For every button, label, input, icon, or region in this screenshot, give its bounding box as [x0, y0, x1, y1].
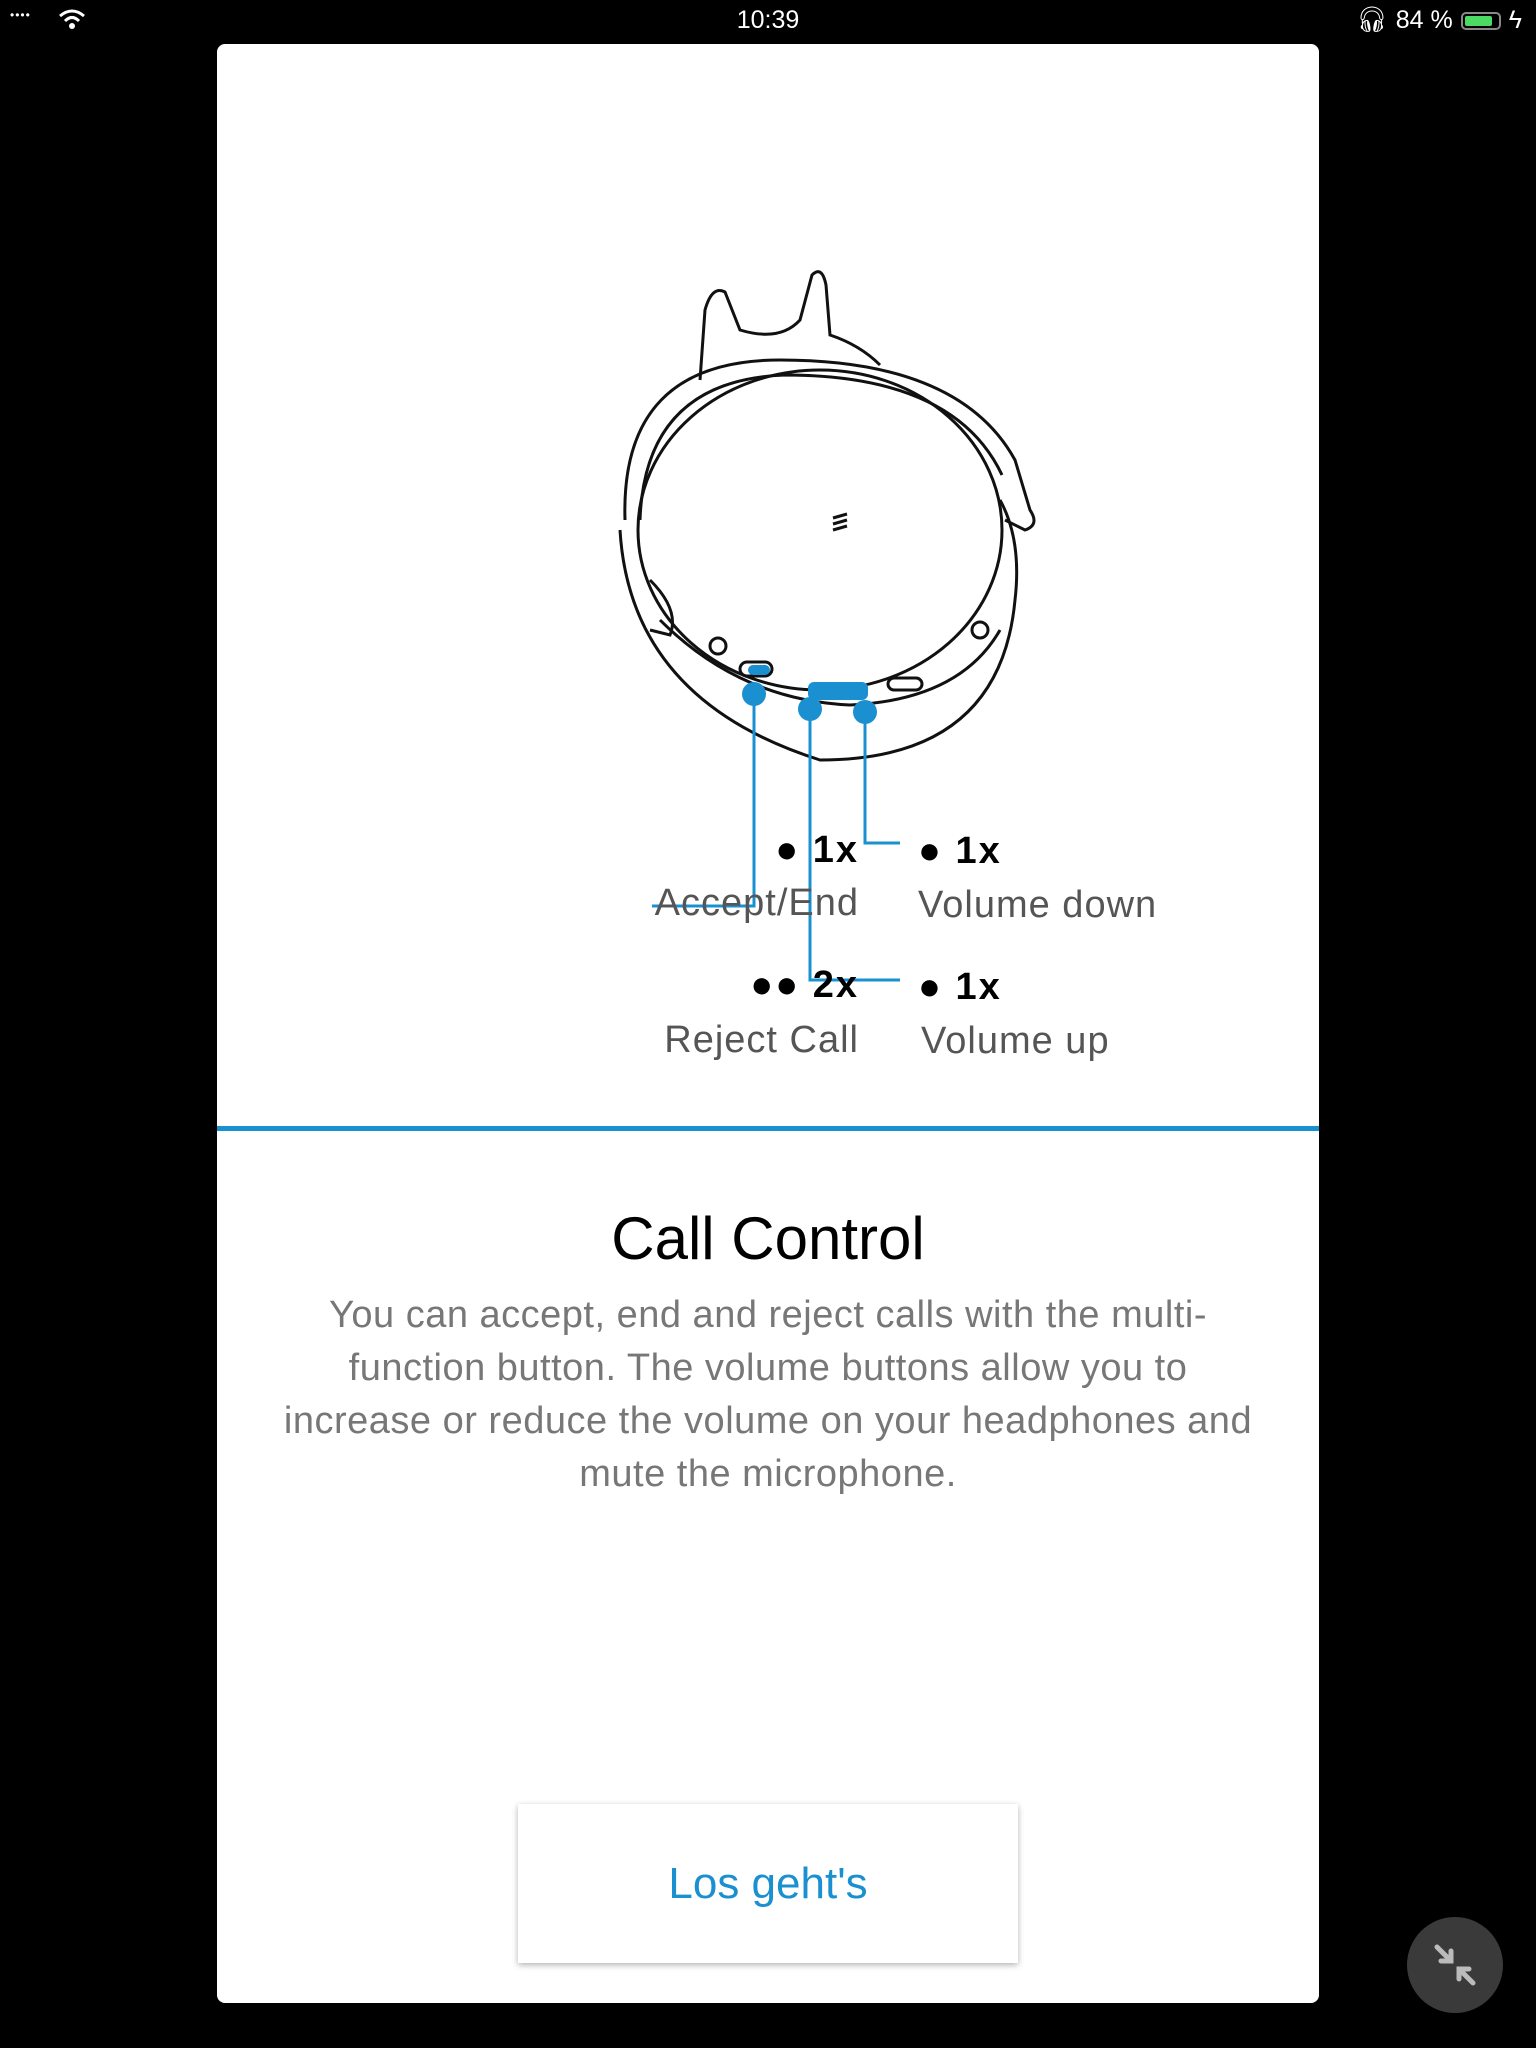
accept-end-count: ● 1x	[775, 829, 859, 871]
battery-icon	[1460, 11, 1501, 30]
description-text: You can accept, end and reject calls wit…	[283, 1294, 1253, 1495]
lets-go-button[interactable]: Los geht's	[518, 1804, 1018, 1963]
divider	[217, 1126, 1319, 1131]
status-time: 10:39	[736, 6, 800, 34]
reject-call-count: ●● 2x	[750, 964, 859, 1006]
signal-icon: ••••	[10, 8, 31, 22]
volume-up-label: Volume up	[921, 1020, 1110, 1062]
reject-call-label: Reject Call	[664, 1019, 859, 1061]
volume-down-count: ● 1x	[918, 830, 1002, 872]
headphones-icon: 🎧︎	[1356, 6, 1388, 34]
headphone-illustration	[618, 270, 1036, 982]
charging-icon: ϟ	[1508, 6, 1522, 34]
volume-down-label: Volume down	[918, 884, 1158, 926]
collapse-arrows-icon	[1434, 1944, 1476, 1986]
battery-percent: 84 %	[1395, 6, 1453, 34]
volume-button	[808, 682, 868, 700]
accept-end-label: Accept/End	[654, 882, 859, 924]
page-title: Call Control	[611, 1205, 925, 1272]
multifunction-button	[748, 665, 770, 675]
collapse-button[interactable]	[1407, 1917, 1503, 2013]
status-bar: •••• 10:39 🎧︎ 84 % ϟ	[0, 0, 1536, 40]
volume-up-count: ● 1x	[918, 966, 1002, 1008]
wifi-icon	[59, 9, 85, 29]
onboarding-card: ● 1x Accept/End ●● 2x Reject Call ● 1x V…	[217, 44, 1319, 2003]
